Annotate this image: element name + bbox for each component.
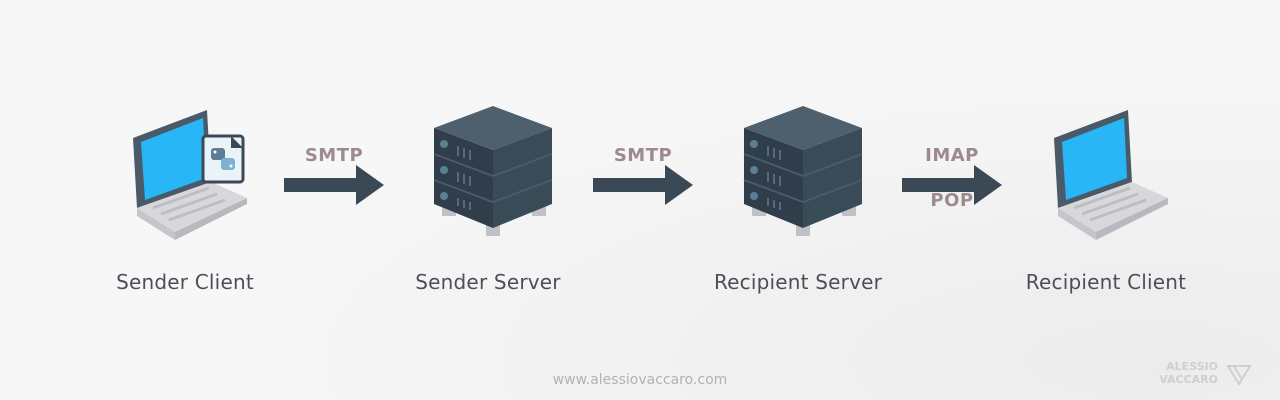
brand-watermark: ALESSIO VACCARO xyxy=(1150,360,1260,390)
protocol-label: IMAP xyxy=(925,145,979,166)
node-label: Recipient Client xyxy=(1025,270,1187,294)
laptop-python-icon xyxy=(133,110,247,240)
arrow-imap-pop: IMAP POP xyxy=(902,140,1012,230)
arrow-smtp-2: SMTP xyxy=(593,140,703,230)
node-label: Sender Server xyxy=(415,270,561,294)
node-label: Recipient Server xyxy=(713,270,883,294)
footer-url: www.alessiovaccaro.com xyxy=(552,372,728,388)
laptop-icon xyxy=(1054,110,1168,240)
brand-line2: VACCARO xyxy=(1159,373,1218,386)
arrow-right-icon xyxy=(593,165,693,205)
node-sender-server: Sender Server xyxy=(378,100,598,300)
node-recipient-server: Recipient Server xyxy=(688,100,908,300)
protocol-label: SMTP xyxy=(304,145,364,166)
protocol-label: POP xyxy=(930,190,974,211)
brand-text: ALESSIO VACCARO xyxy=(1150,360,1218,386)
arrow-smtp-1: SMTP xyxy=(284,140,394,230)
server-icon xyxy=(743,106,863,236)
node-label: Sender Client xyxy=(116,270,254,294)
arrow-right-icon xyxy=(902,165,1002,205)
server-icon xyxy=(433,106,553,236)
protocol-label: SMTP xyxy=(613,145,673,166)
node-sender-client: Sender Client xyxy=(75,100,295,300)
brand-line1: ALESSIO xyxy=(1166,360,1218,373)
triangle-logo-icon xyxy=(1226,365,1252,386)
arrow-right-icon xyxy=(284,165,384,205)
node-recipient-client: Recipient Client xyxy=(996,100,1216,300)
